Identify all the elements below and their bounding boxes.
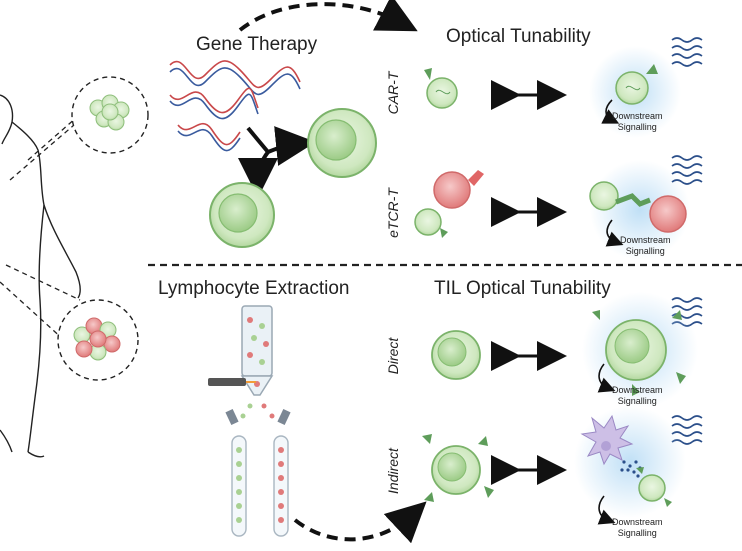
indirect-cell-left [422,434,494,502]
tube-red [273,435,289,537]
bottom-curved-arrow [293,501,427,544]
laser-emitter [208,378,256,386]
heading-gene-therapy: Gene Therapy [196,34,318,55]
dendritic-cell [580,414,634,466]
row-label-cart: CAR-T [385,71,401,115]
cart-cell-right [615,64,658,105]
etcr-signal-arrow [605,219,624,247]
tube-green [231,435,247,537]
heading-til-optical-tunability: TIL Optical Tunability [434,278,611,299]
row-label-etcr: eTCR-T [385,188,401,238]
signal-label-cart: Downstream Signalling [612,111,663,133]
etcr-tcell-right [589,181,651,211]
signal-label-etcr: Downstream Signalling [620,235,671,257]
tcell-large-left [209,182,275,248]
heading-optical-tunability: Optical Tunability [446,26,591,47]
signal-line2: Signalling [617,528,657,538]
signal-line1: Downstream [612,517,663,527]
deflector-plates [225,408,291,426]
etcr-tcell-left [414,208,448,238]
row-label-indirect: Indirect [385,448,401,494]
signal-line2: Signalling [617,122,657,132]
direct-cell-left [431,330,481,380]
signal-line1: Downstream [620,235,671,245]
signal-label-direct: Downstream Signalling [612,385,663,407]
signal-line2: Signalling [625,246,665,256]
branch-arrow-stem [246,126,270,154]
indirect-cell-right [636,467,672,507]
human-silhouette [0,94,81,458]
signal-line1: Downstream [612,111,663,121]
direct-cell-right [592,310,686,396]
signal-line2: Signalling [617,396,657,406]
branch-arrow-right [267,126,316,166]
sorting-droplets [240,403,275,419]
heading-lymphocyte-extraction: Lymphocyte Extraction [158,278,350,299]
extraction-syringe [240,305,274,396]
dna-strands [169,60,301,152]
direct-signal-arrow [597,363,616,393]
etcr-tumor-cell [433,170,484,209]
etcr-tumor-right [649,195,687,233]
healthy-cluster [89,94,130,131]
cart-cell-left [424,68,458,109]
top-curved-arrow [238,0,418,32]
row-label-direct: Direct [385,337,401,375]
cytokine-dots [620,460,642,478]
tumor-cluster [73,317,121,361]
indirect-signal-arrow [597,495,616,525]
cart-signal-arrow [601,99,620,124]
signal-label-indirect: Downstream Signalling [612,517,663,539]
signal-line1: Downstream [612,385,663,395]
branch-arrow-left [238,150,279,198]
tcell-large-right [307,108,377,178]
